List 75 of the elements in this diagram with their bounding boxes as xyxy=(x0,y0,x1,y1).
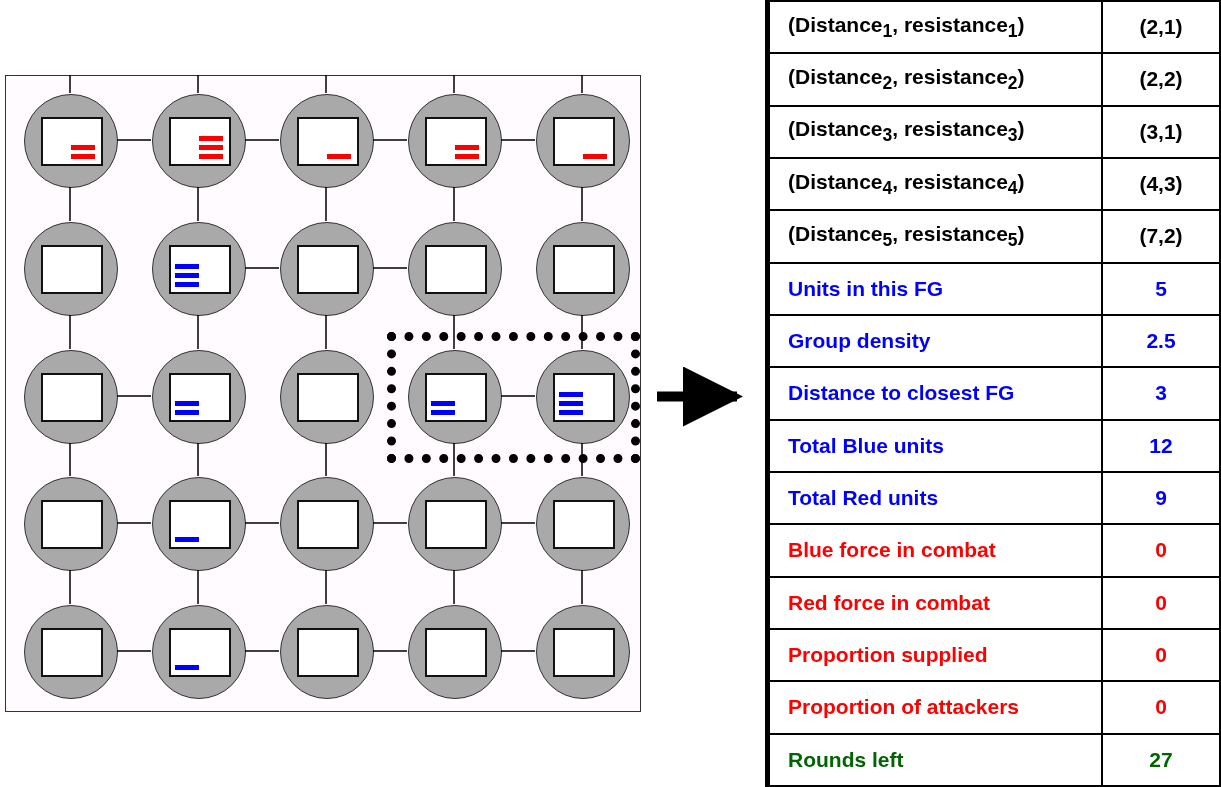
connector-line xyxy=(581,314,583,350)
row-value: 12 xyxy=(1149,433,1173,458)
connector-line xyxy=(69,314,71,350)
connector-line xyxy=(116,650,152,652)
connector-line xyxy=(453,442,455,477)
connector-line xyxy=(116,395,152,397)
connector-line xyxy=(581,569,583,605)
row-label: Proportion supplied xyxy=(788,643,988,668)
row-value: (3,1) xyxy=(1139,119,1183,144)
connector-line xyxy=(197,569,199,605)
row-value: 0 xyxy=(1155,643,1167,668)
connector-line xyxy=(325,442,327,477)
row-value: 0 xyxy=(1155,590,1167,615)
row-label: (Distance$_{1}$, resistance$_{1}$) xyxy=(788,12,1025,42)
row-label: Rounds left xyxy=(788,747,904,772)
connector-line xyxy=(372,522,408,524)
connector-line xyxy=(453,569,455,605)
connector-line xyxy=(372,650,408,652)
connector-line xyxy=(581,442,583,477)
row-label: (Distance$_{2}$, resistance$_{2}$) xyxy=(788,64,1025,95)
connector-line xyxy=(197,314,199,350)
connector-line xyxy=(500,650,536,652)
row-value: (4,3) xyxy=(1139,172,1183,197)
connector-line xyxy=(500,395,536,397)
connector-line xyxy=(581,74,583,94)
connector-line xyxy=(197,186,199,222)
connector-line xyxy=(325,314,327,350)
map-frame xyxy=(5,75,641,712)
connector-line xyxy=(500,522,536,524)
row-label: Units in this FG xyxy=(788,276,944,301)
row-value: 3 xyxy=(1155,381,1167,406)
connector-line xyxy=(244,139,280,141)
connector-line xyxy=(116,522,152,524)
connector-line xyxy=(325,74,327,94)
row-label: Total Red units xyxy=(788,486,939,511)
row-label: Red force in combat xyxy=(788,590,990,615)
connector-line xyxy=(69,74,71,94)
arrow xyxy=(657,366,743,427)
connector-line xyxy=(116,139,152,141)
connector-line xyxy=(453,314,455,350)
connector-line xyxy=(325,186,327,222)
connector-line xyxy=(372,139,408,141)
row-value: (7,2) xyxy=(1139,224,1183,249)
row-label: Group density xyxy=(788,329,931,354)
connector-line xyxy=(500,139,536,141)
row-label: Total Blue units xyxy=(788,433,944,458)
row-value: 2.5 xyxy=(1146,329,1176,354)
data-table xyxy=(765,0,1221,787)
row-value: 5 xyxy=(1155,276,1167,301)
row-value: 27 xyxy=(1149,747,1173,772)
connector-line xyxy=(244,267,280,269)
row-value: 0 xyxy=(1155,695,1167,720)
connector-line xyxy=(197,442,199,477)
row-value: (2,1) xyxy=(1139,15,1183,40)
row-value: 9 xyxy=(1155,486,1167,511)
row-label: (Distance$_{3}$, resistance$_{3}$) xyxy=(788,117,1025,147)
connector-line xyxy=(244,650,280,652)
row-label: (Distance$_{4}$, resistance$_{4}$) xyxy=(788,169,1025,199)
row-label: Blue force in combat xyxy=(788,538,996,563)
row-label: Proportion of attackers xyxy=(788,695,1020,720)
connector-line xyxy=(453,74,455,94)
connector-line xyxy=(69,442,71,477)
connector-line xyxy=(581,186,583,222)
row-value: 0 xyxy=(1155,538,1167,563)
row-value: (2,2) xyxy=(1139,67,1183,92)
selection-box xyxy=(387,332,640,463)
connector-line xyxy=(69,186,71,222)
row-label: (Distance$_{5}$, resistance$_{5}$) xyxy=(788,221,1025,252)
connector-line xyxy=(244,522,280,524)
connector-line xyxy=(372,267,408,269)
connector-line xyxy=(197,74,199,94)
connector-line xyxy=(325,569,327,605)
connector-line xyxy=(453,186,455,222)
row-label: Distance to closest FG xyxy=(788,381,1015,406)
connector-line xyxy=(69,569,71,605)
